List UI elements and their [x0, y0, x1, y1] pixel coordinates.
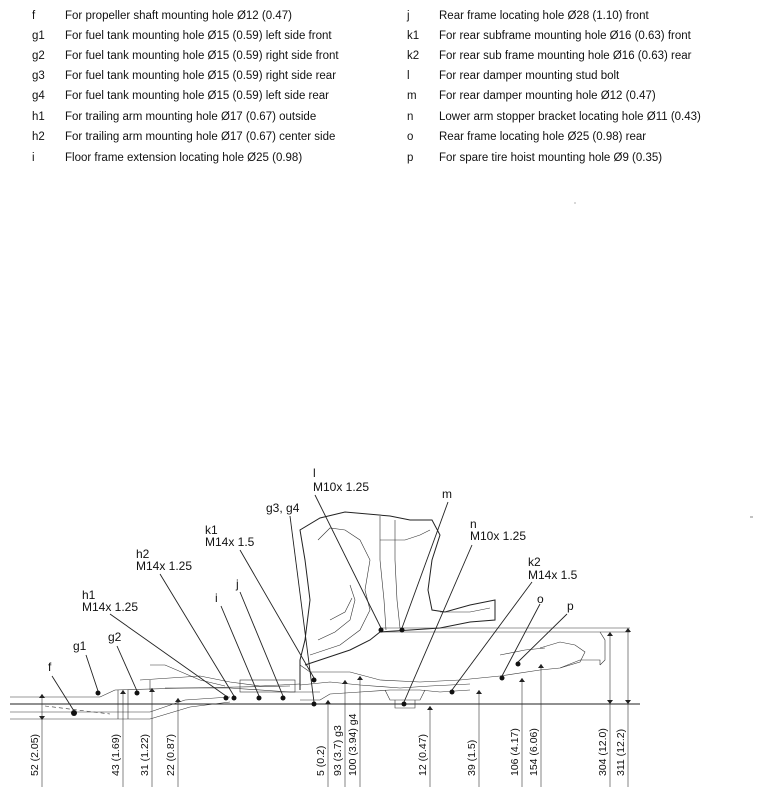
legend-text: For fuel tank mounting hole Ø15 (0.59) r…	[65, 50, 339, 62]
legend-key: i	[32, 152, 35, 164]
label-k2: k2	[528, 555, 541, 569]
legend-key: k2	[407, 50, 420, 62]
label-l: l	[313, 466, 316, 480]
label-g3-g4: g3, g4	[266, 501, 300, 515]
label-i: i	[215, 591, 218, 605]
legend-text: For fuel tank mounting hole Ø15 (0.59) r…	[65, 70, 337, 82]
hole-i	[256, 695, 262, 701]
hole-g2	[134, 690, 140, 696]
hole-m	[399, 627, 405, 633]
legend-key: o	[407, 131, 414, 143]
legend-key: f	[32, 10, 36, 22]
legend-key: m	[407, 90, 417, 102]
hole-h1	[223, 695, 229, 701]
legend-key: l	[407, 70, 410, 82]
dimension-lines	[39, 628, 631, 787]
legend-text: For rear damper mounting stud bolt	[439, 70, 620, 82]
label-f: f	[48, 660, 52, 674]
legend-key: j	[407, 10, 410, 22]
dim-93: 93 (3.7) g3	[332, 725, 344, 776]
legend-key: h1	[32, 111, 45, 123]
label-j: j	[235, 577, 239, 591]
legend-key: k1	[407, 30, 420, 42]
dim-43: 43 (1.69)	[110, 734, 122, 776]
legend-text: For fuel tank mounting hole Ø15 (0.59) l…	[65, 30, 332, 42]
legend-key: h2	[32, 131, 45, 143]
legend-key: g2	[32, 50, 45, 62]
label-n-thread: M10x 1.25	[470, 529, 526, 543]
hole-g3g4	[311, 701, 317, 707]
dim-304: 304 (12.0)	[597, 728, 609, 776]
legend-key: g3	[32, 70, 45, 82]
label-h2-thread: M14x 1.25	[136, 559, 192, 573]
label-h1: h1	[82, 588, 96, 602]
speck	[574, 202, 576, 204]
hole-l	[378, 627, 384, 633]
legend-key: g4	[32, 90, 45, 102]
label-g2: g2	[108, 630, 122, 644]
label-k1: k1	[205, 523, 218, 537]
dim-52: 52 (2.05)	[29, 734, 41, 776]
dim-106: 106 (4.17)	[509, 728, 521, 776]
legend-text: For rear subframe mounting hole Ø16 (0.6…	[439, 30, 691, 42]
hole-j	[280, 695, 286, 701]
callout-labels: f g1 g2 h1 M14x 1.25 h2 M14x 1.25 i j k1…	[48, 466, 578, 674]
legend-key: p	[407, 152, 414, 164]
hole-n	[401, 701, 407, 707]
legend-text: For rear damper mounting hole Ø12 (0.47)	[439, 90, 656, 102]
legend-text: For propeller shaft mounting hole Ø12 (0…	[65, 10, 292, 22]
legend-key: n	[407, 111, 414, 123]
dim-12: 12 (0.47)	[417, 734, 429, 776]
legend-key: g1	[32, 30, 45, 42]
leader-lines	[51, 494, 568, 712]
dim-5: 5 (0.2)	[315, 746, 327, 776]
label-h1-thread: M14x 1.25	[82, 600, 138, 614]
hole-f	[71, 710, 77, 716]
legend-text: For fuel tank mounting hole Ø15 (0.59) l…	[65, 90, 330, 102]
legend-text: Rear frame locating hole Ø25 (0.98) rear	[439, 131, 647, 143]
label-n: n	[470, 517, 477, 531]
legend-text: For rear sub frame mounting hole Ø16 (0.…	[439, 50, 692, 62]
label-m: m	[442, 487, 452, 501]
dim-100: 100 (3.94) g4	[347, 713, 359, 776]
hole-k2	[449, 689, 455, 695]
dim-311: 311 (12.2)	[615, 729, 627, 776]
label-h2: h2	[136, 547, 150, 561]
legend-text: Floor frame extension locating hole Ø25 …	[65, 152, 303, 164]
hole-h2	[231, 695, 237, 701]
dim-154: 154 (6.06)	[528, 728, 540, 776]
label-o: o	[537, 592, 544, 606]
hole-g1	[95, 690, 101, 696]
label-k1-thread: M14x 1.5	[205, 535, 255, 549]
legend-text: For trailing arm mounting hole Ø17 (0.67…	[65, 111, 317, 123]
hole-p	[515, 661, 521, 667]
hole-o	[499, 675, 505, 681]
hole-markers	[71, 627, 521, 716]
dim-22: 22 (0.87)	[165, 734, 177, 776]
legend-text: Rear frame locating hole Ø28 (1.10) fron…	[439, 10, 649, 22]
hole-k1	[311, 677, 317, 683]
legend-text: For trailing arm mounting hole Ø17 (0.67…	[65, 131, 336, 143]
label-k2-thread: M14x 1.5	[528, 568, 578, 582]
label-l-thread: M10x 1.25	[313, 480, 369, 494]
label-p: p	[567, 599, 574, 613]
legend-text: Lower arm stopper bracket locating hole …	[439, 111, 701, 123]
dim-31: 31 (1.22)	[139, 734, 151, 776]
dim-39: 39 (1.5)	[466, 740, 478, 776]
rear-frame-body	[299, 511, 630, 709]
legend-text: For spare tire hoist mounting hole Ø9 (0…	[439, 152, 663, 164]
label-g1: g1	[73, 639, 87, 653]
legend: f For propeller shaft mounting hole Ø12 …	[0, 0, 763, 175]
dimension-labels: 52 (2.05) 43 (1.69) 31 (1.22) 22 (0.87) …	[29, 713, 627, 776]
front-rails	[10, 664, 320, 720]
